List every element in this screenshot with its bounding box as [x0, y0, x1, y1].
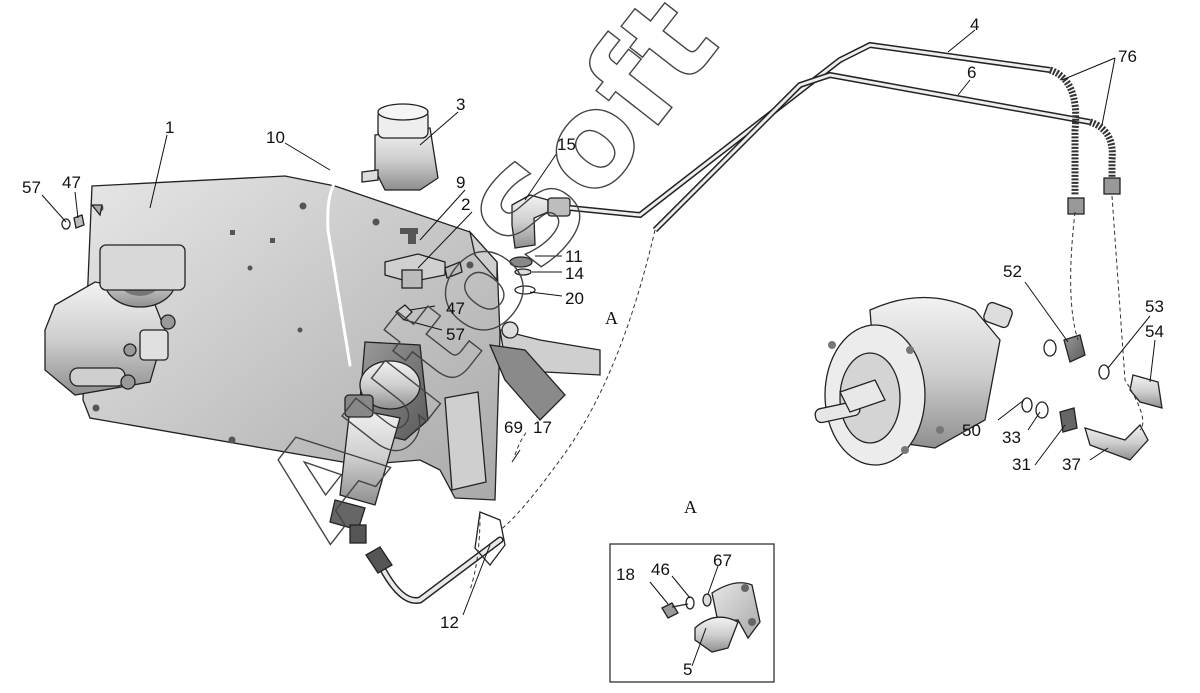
callout-9: 9 [456, 173, 465, 192]
callout-57-plate: 57 [446, 325, 465, 344]
callout-15: 15 [557, 135, 576, 154]
callout-31: 31 [1012, 455, 1031, 474]
small-hardware [61, 204, 103, 230]
fluid-reservoir [361, 103, 439, 191]
callout-47-plate: 47 [446, 299, 465, 318]
callout-3: 3 [456, 95, 465, 114]
callout-4: 4 [970, 15, 979, 34]
callout-47-left: 47 [62, 173, 81, 192]
inset-view-a [609, 543, 775, 683]
callout-20: 20 [565, 289, 584, 308]
callout-10: 10 [266, 128, 285, 147]
callout-11: 11 [565, 247, 583, 266]
callout-12: 12 [440, 613, 459, 632]
right-fittings [1021, 334, 1163, 461]
connection-dashes [469, 195, 1144, 591]
pipe-6 [652, 71, 1091, 233]
pipe-4 [569, 41, 1051, 219]
callout-57-left: 57 [22, 178, 41, 197]
leader-lines [41, 29, 1156, 616]
pneumatic-booster [814, 296, 1013, 466]
callout-14: 14 [565, 264, 584, 283]
view-marker-a: A [605, 308, 618, 328]
callout-2: 2 [461, 195, 470, 214]
callout-37: 37 [1062, 455, 1081, 474]
callout-33: 33 [1002, 428, 1021, 447]
inset-title-a: A [684, 497, 697, 517]
callout-5: 5 [683, 660, 692, 679]
callout-6: 6 [967, 63, 976, 82]
bracket-and-clamp [384, 253, 463, 321]
callout-46: 46 [651, 560, 670, 579]
callout-18: 18 [616, 565, 635, 584]
callout-labels: 1 2 3 4 5 6 9 10 11 12 14 15 17 18 20 31… [22, 15, 1164, 679]
master-cylinder [329, 341, 429, 544]
clutch-booster-unit [44, 244, 186, 396]
pipe-12 [365, 511, 506, 604]
callout-50: 50 [962, 421, 981, 440]
callout-52: 52 [1003, 262, 1022, 281]
corrugated-hoses-76 [1048, 66, 1121, 215]
callout-69: 69 [504, 418, 523, 437]
callout-1: 1 [165, 118, 174, 137]
cover-plate [444, 391, 487, 491]
pedal-linkage [488, 321, 601, 421]
callout-17: 17 [533, 418, 552, 437]
callout-54: 54 [1145, 322, 1164, 341]
callout-76: 76 [1118, 47, 1137, 66]
callout-53: 53 [1145, 297, 1164, 316]
callout-67: 67 [713, 551, 732, 570]
fitting-15 [509, 194, 571, 295]
